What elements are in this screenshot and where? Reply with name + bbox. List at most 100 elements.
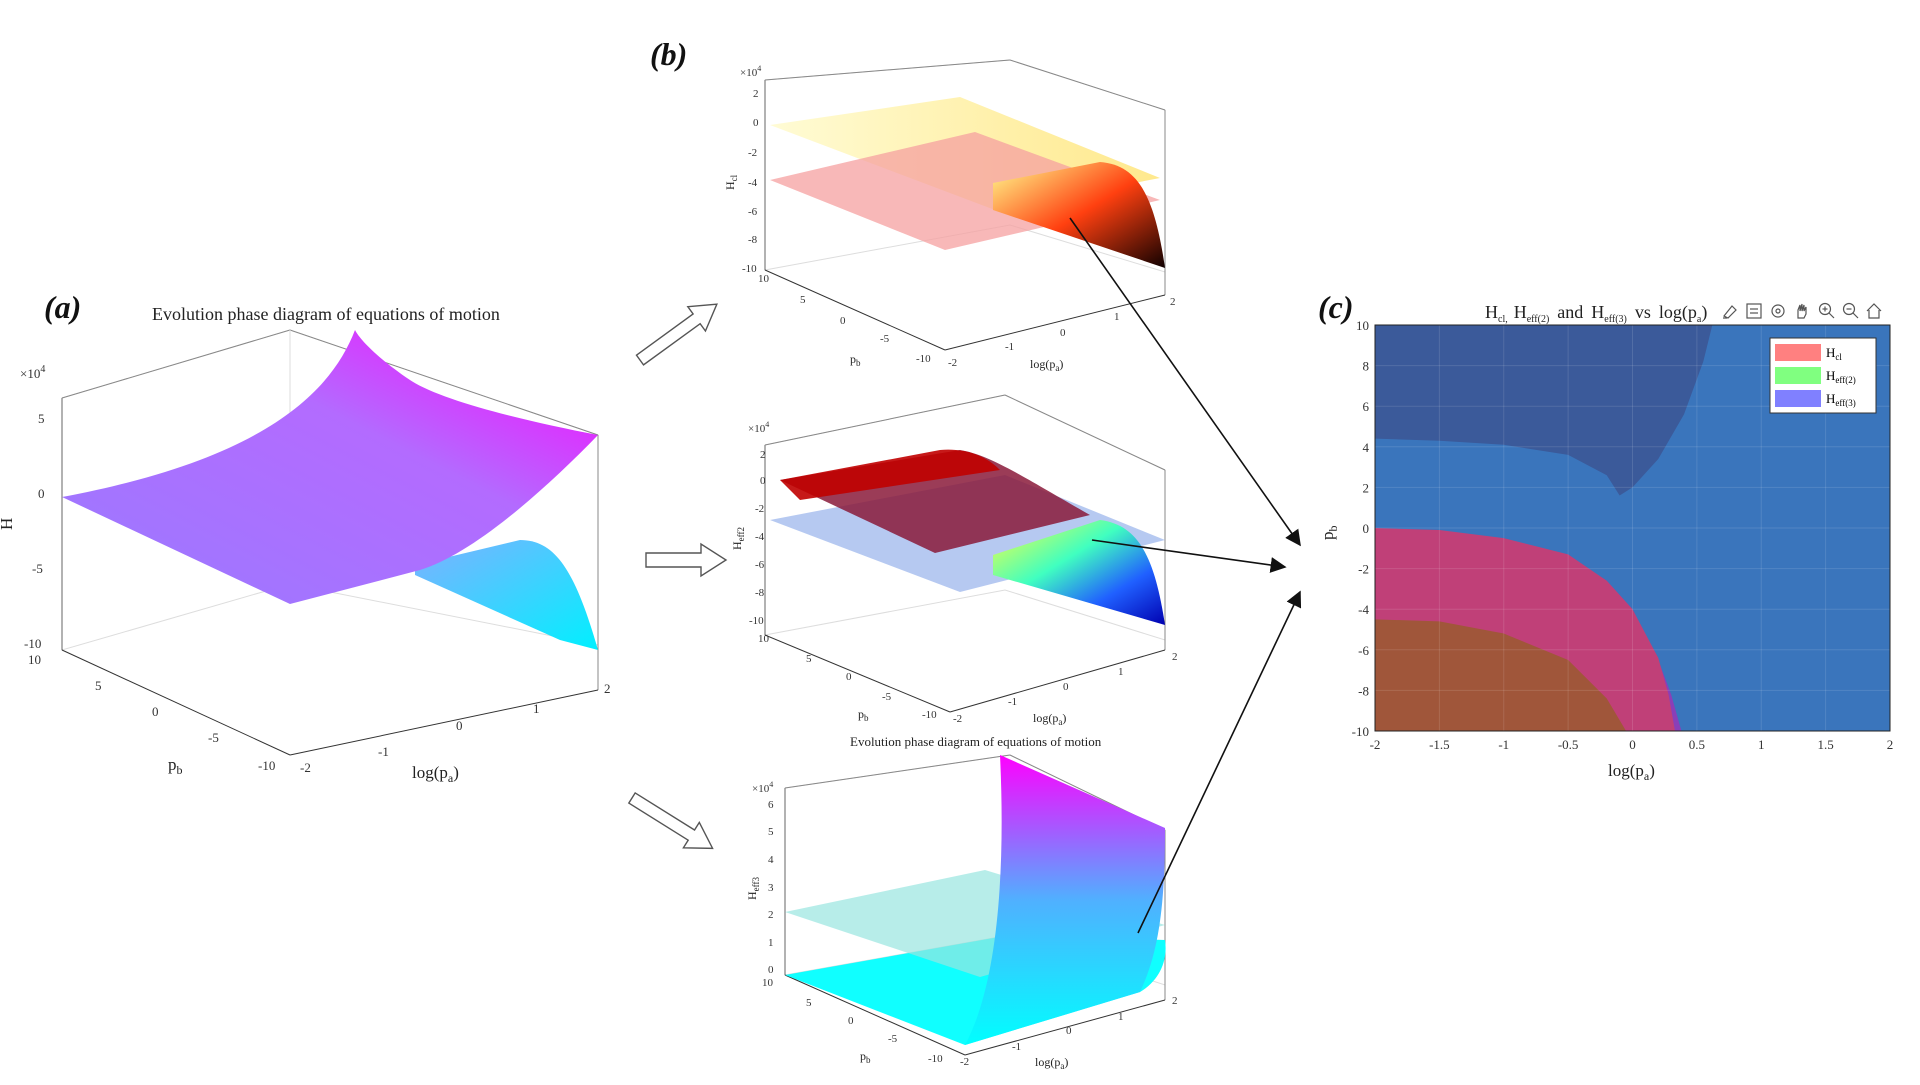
panel-b1-ztick: -4 <box>748 177 758 189</box>
panel-b1-ytick: -10 <box>916 353 931 365</box>
panel-b2-ztick: 2 <box>760 449 766 461</box>
panel-a-exponent: ×104 <box>20 364 45 381</box>
panel-c-xlabel: log(pa) <box>1608 761 1655 783</box>
legend-swatch-heff3 <box>1775 390 1821 407</box>
panel-b1-xtick: -1 <box>1005 341 1014 353</box>
panel-b1-xtick: 2 <box>1170 296 1176 308</box>
connector-arrow-3 <box>1137 590 1302 934</box>
panel-b2-ztick: -8 <box>755 587 765 599</box>
panel-b1-ztick: 0 <box>753 117 759 129</box>
panel-c-ytick: 6 <box>1363 399 1370 414</box>
panel-b3-xtick: -2 <box>960 1056 969 1068</box>
panel-b2-ytick: 5 <box>806 653 812 665</box>
panel-b2-ztick: -2 <box>755 503 764 515</box>
panel-b3-ztick: 0 <box>768 964 774 976</box>
panel-c-ytick: 8 <box>1363 359 1370 374</box>
block-arrows <box>627 303 728 850</box>
panel-a-label: (a) <box>44 289 81 325</box>
panel-b: (b) ×104 2 0 -2 -4 -6 -8 -10 Hcl <box>650 36 1178 1071</box>
panel-a-xlabel: log(pa) <box>412 763 459 785</box>
legend-swatch-hcl <box>1775 344 1821 361</box>
panel-b1-ytick: 5 <box>800 294 806 306</box>
panel-b3-xlabel: log(pa) <box>1035 1055 1068 1071</box>
panel-b2-surface <box>993 520 1165 625</box>
panel-a-xtick: 1 <box>533 701 540 716</box>
panel-a-ztick: 0 <box>38 486 45 501</box>
panel-a-ytick: 5 <box>95 678 102 693</box>
panel-c-ytick: -2 <box>1358 562 1369 577</box>
zoom-in-icon[interactable] <box>1818 302 1835 319</box>
panel-b3-ytick: -5 <box>888 1033 898 1045</box>
panel-b1-ztick: -6 <box>748 206 758 218</box>
region-dark-upper <box>1375 325 1713 496</box>
legend-label-heff3: Heff(3) <box>1826 391 1856 408</box>
panel-b3: Evolution phase diagram of equations of … <box>745 734 1178 1071</box>
panel-a-xtick: -2 <box>300 760 311 775</box>
panel-c-xtick: 0 <box>1629 737 1636 752</box>
block-arrow-mid <box>645 542 728 578</box>
panel-a-xtick: 0 <box>456 718 463 733</box>
panel-b2: ×104 2 0 -2 -4 -6 -8 -10 Heff2 10 5 0 -5… <box>730 394 1178 727</box>
panel-a-ztick: -10 <box>24 636 41 651</box>
panel-c-ylabel: pb <box>1318 526 1340 541</box>
panel-c-xtick: 1 <box>1758 737 1765 752</box>
panel-b2-ytick: -5 <box>882 691 892 703</box>
panel-a-ytick: -5 <box>208 730 219 745</box>
panel-b3-ztick: 3 <box>768 882 774 894</box>
panel-b3-ytick: -10 <box>928 1053 943 1065</box>
brush-icon[interactable] <box>1723 305 1737 319</box>
panel-b1-xtick: -2 <box>948 357 957 369</box>
panel-b2-xtick: -2 <box>953 713 962 725</box>
panel-b1-ztick: -2 <box>748 147 757 159</box>
panel-c-ytick: 2 <box>1363 480 1370 495</box>
panel-b2-ztick: -10 <box>749 615 764 627</box>
panel-b3-title: Evolution phase diagram of equations of … <box>850 734 1102 749</box>
panel-b1-axes-box <box>764 59 1166 351</box>
panel-b2-zlabel: Heff2 <box>730 527 746 550</box>
panel-b1-exponent: ×104 <box>740 64 761 79</box>
panel-c-xtick: -2 <box>1370 737 1381 752</box>
panel-b2-ytick: -10 <box>922 709 937 721</box>
panel-c-ytick: 0 <box>1363 521 1370 536</box>
panel-a-surface-lower <box>415 540 598 650</box>
panel-b2-xtick: -1 <box>1008 696 1017 708</box>
legend-label-heff2: Heff(2) <box>1826 368 1856 385</box>
panel-a-axes-box <box>61 329 599 756</box>
panel-a: (a) Evolution phase diagram of equations… <box>0 289 611 785</box>
panel-b3-ztick: 5 <box>768 826 774 838</box>
panel-a-ylabel: pb <box>168 755 183 777</box>
panel-b1-zlabel: Hcl <box>723 174 739 190</box>
panel-b3-xtick: 1 <box>1118 1011 1124 1023</box>
panel-c-xtick: 2 <box>1887 737 1894 752</box>
panel-c-ytick: -8 <box>1358 683 1369 698</box>
panel-c-ytick: -6 <box>1358 643 1369 658</box>
panel-b1-xtick: 1 <box>1114 311 1120 323</box>
panel-a-ytick: 10 <box>28 652 41 667</box>
panel-b2-axes-box <box>764 394 1166 713</box>
panel-b2-ytick: 10 <box>758 633 770 645</box>
block-arrow-down <box>627 791 714 850</box>
panel-b3-xtick: 2 <box>1172 995 1178 1007</box>
connector-arrow-2 <box>1091 539 1287 573</box>
pan-icon[interactable] <box>1797 303 1807 319</box>
panel-c-ytick: -10 <box>1352 724 1369 739</box>
panel-c-ytick: -4 <box>1358 602 1369 617</box>
panel-b3-xtick: -1 <box>1012 1041 1021 1053</box>
panel-b3-exponent: ×104 <box>752 780 773 795</box>
rotate-icon[interactable] <box>1771 304 1785 318</box>
panel-b3-ztick: 6 <box>768 799 774 811</box>
panel-a-zlabel: H <box>0 518 16 530</box>
zoom-out-icon[interactable] <box>1842 302 1859 319</box>
panel-b1: ×104 2 0 -2 -4 -6 -8 -10 Hcl 10 5 0 -5 -… <box>723 59 1176 373</box>
panel-c-legend: Hcl Heff(2) Heff(3) <box>1769 337 1877 414</box>
panel-a-ztick: 5 <box>38 411 45 426</box>
region-brown-region <box>1375 619 1627 731</box>
panel-c-regions <box>1375 325 1713 731</box>
datatip-icon[interactable] <box>1746 303 1762 319</box>
panel-b2-xtick: 0 <box>1063 681 1069 693</box>
home-icon[interactable] <box>1866 303 1882 319</box>
panel-c-xtick: -1 <box>1498 737 1509 752</box>
